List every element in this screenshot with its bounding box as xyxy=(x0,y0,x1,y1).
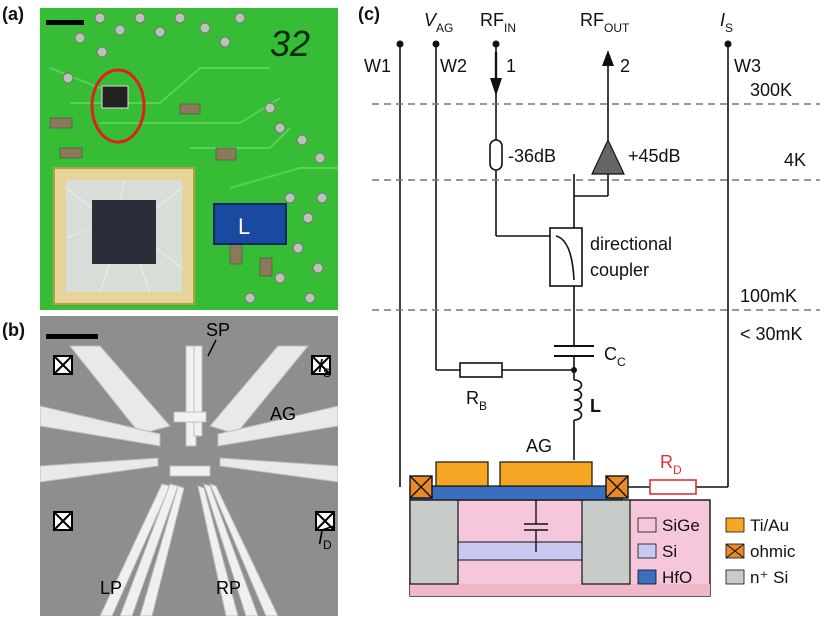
legend-swatch-si xyxy=(637,543,657,559)
coupler-label-2: coupler xyxy=(590,260,649,280)
coupler-icon xyxy=(549,227,583,287)
circuit-diagram: W1 W2 W3 VAG RFIN RFOUT IS 1 2 300K 4K 1… xyxy=(364,10,820,597)
temp-100mk: 100mK xyxy=(740,286,797,306)
sem-label-sp: SP xyxy=(206,320,230,340)
sem-label-is: IS xyxy=(318,356,331,380)
device-cross-section xyxy=(409,461,711,597)
highlight-circle xyxy=(90,68,146,144)
terminal-vag: VAG xyxy=(424,10,453,35)
legend-label-tiau: Ti/Au xyxy=(750,516,789,535)
panel-label-b: (b) xyxy=(2,320,25,340)
qubit-die xyxy=(92,200,156,264)
terminal-w2: W2 xyxy=(440,56,467,76)
inductor-icon xyxy=(573,379,583,421)
panel-label-a: (a) xyxy=(2,4,24,24)
material-legend: SiGe Ti/Au Si ohmic HfO n⁺ Si xyxy=(637,516,796,587)
terminal-rfin: RFIN xyxy=(480,10,516,35)
temp-30mk: < 30mK xyxy=(740,324,803,344)
terminal-is: IS xyxy=(720,10,733,35)
legend-swatch-nsi xyxy=(725,569,745,585)
temp-300k: 300K xyxy=(750,80,792,100)
sem-label-id: ID xyxy=(318,528,332,552)
cc-label: CC xyxy=(604,344,626,369)
temp-4k: 4K xyxy=(784,150,806,170)
legend-label-si: Si xyxy=(662,542,677,561)
resistor-rb-icon xyxy=(459,362,503,378)
via-pads xyxy=(62,12,328,304)
terminal-w1: W1 xyxy=(364,56,391,76)
sem-label-rp: RP xyxy=(216,578,241,598)
terminal-w3: W3 xyxy=(734,56,761,76)
sem-image: SP IS AG ID LP RP xyxy=(40,316,338,616)
legend-label-hfo: HfO xyxy=(662,568,692,587)
port-1: 1 xyxy=(506,56,516,76)
rb-label: RB xyxy=(466,388,487,413)
panel-label-c: (c) xyxy=(358,4,380,24)
sem-label-lp: LP xyxy=(100,578,122,598)
port-2: 2 xyxy=(620,56,630,76)
chip-label: L xyxy=(238,214,250,239)
board-number: 32 xyxy=(270,23,310,64)
coupler-label-1: directional xyxy=(590,234,672,254)
photo-scale-bar xyxy=(46,20,84,25)
legend-label-sige: SiGe xyxy=(662,516,700,535)
legend-label-nsi: n⁺ Si xyxy=(750,568,788,587)
pcb-photo: 32 L xyxy=(40,8,338,310)
inductor-chip xyxy=(213,203,287,245)
inductor-label: L xyxy=(590,396,601,416)
rd-label: RD xyxy=(660,452,682,477)
capacitor-icon xyxy=(554,345,594,357)
legend-swatch-tiau xyxy=(725,517,745,533)
attenuator-icon xyxy=(489,139,503,171)
rf-in-arrow-icon xyxy=(490,78,502,96)
terminal-rfout: RFOUT xyxy=(580,10,630,35)
sem-scale-bar xyxy=(46,334,98,339)
sem-label-ag: AG xyxy=(270,404,296,424)
ohmic-contact-icons xyxy=(53,355,335,531)
resistor-rd-icon xyxy=(649,479,697,495)
ag-label: AG xyxy=(526,436,552,456)
legend-label-ohmic: ohmic xyxy=(750,542,796,561)
attenuator-label: -36dB xyxy=(508,146,556,166)
rf-out-arrow-icon xyxy=(602,50,614,66)
amplifier-icon xyxy=(591,138,625,175)
legend-swatch-hfo xyxy=(637,569,657,585)
legend-swatch-sige xyxy=(637,517,657,533)
amplifier-label: +45dB xyxy=(628,146,681,166)
